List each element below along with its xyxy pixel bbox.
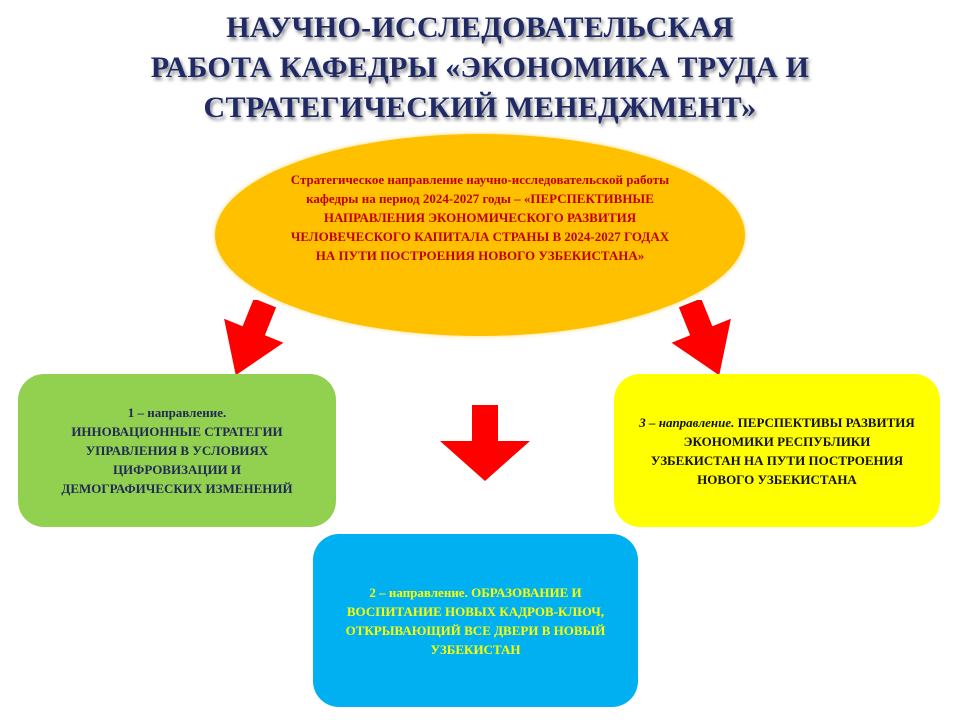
title-line-2: РАБОТА КАФЕДРЫ «ЭКОНОМИКА ТРУДА И bbox=[150, 51, 810, 84]
strategic-direction-intro: Стратегическое направление научно-исслед… bbox=[290, 172, 670, 206]
slide-title: НАУЧНО-ИССЛЕДОВАТЕЛЬСКАЯ РАБОТА КАФЕДРЫ … bbox=[0, 8, 960, 128]
direction-3-label: 3 – направление. bbox=[639, 414, 735, 430]
title-line-1: НАУЧНО-ИССЛЕДОВАТЕЛЬСКАЯ bbox=[226, 11, 734, 44]
direction-2-text: ОБРАЗОВАНИЕ И ВОСПИТАНИЕ НОВЫХ КАДРОВ-КЛ… bbox=[345, 584, 606, 657]
title-line-3: СТРАТЕГИЧЕСКИЙ МЕНЕДЖМЕНТ» bbox=[203, 91, 757, 124]
direction-3-box: 3 – направление. ПЕРСПЕКТИВЫ РАЗВИТИЯ ЭК… bbox=[614, 374, 940, 527]
direction-1-text: ИННОВАЦИОННЫЕ СТРАТЕГИИ УПРАВЛЕНИЯ В УСЛ… bbox=[61, 424, 293, 496]
direction-2-box: 2 – направление. ОБРАЗОВАНИЕ И ВОСПИТАНИ… bbox=[313, 534, 638, 707]
strategic-direction-ellipse bbox=[215, 134, 745, 336]
direction-1-box: 1 – направление. ИННОВАЦИОННЫЕ СТРАТЕГИИ … bbox=[18, 374, 336, 527]
direction-1-label: 1 – направление. bbox=[127, 405, 227, 420]
arrow-down-icon bbox=[440, 405, 530, 481]
direction-3-text: ПЕРСПЕКТИВЫ РАЗВИТИЯ ЭКОНОМИКИ РЕСПУБЛИК… bbox=[650, 414, 915, 487]
direction-2-label: 2 – направление. bbox=[369, 584, 468, 600]
arrow-down-left-icon bbox=[224, 300, 284, 376]
strategic-direction-text: Стратегическое направление научно-исслед… bbox=[290, 170, 670, 265]
strategic-direction-main: «ПЕРСПЕКТИВНЫЕ НАПРАВЛЕНИЯ ЭКОНОМИЧЕСКОГ… bbox=[290, 191, 670, 263]
arrow-down-right-icon bbox=[671, 300, 731, 376]
